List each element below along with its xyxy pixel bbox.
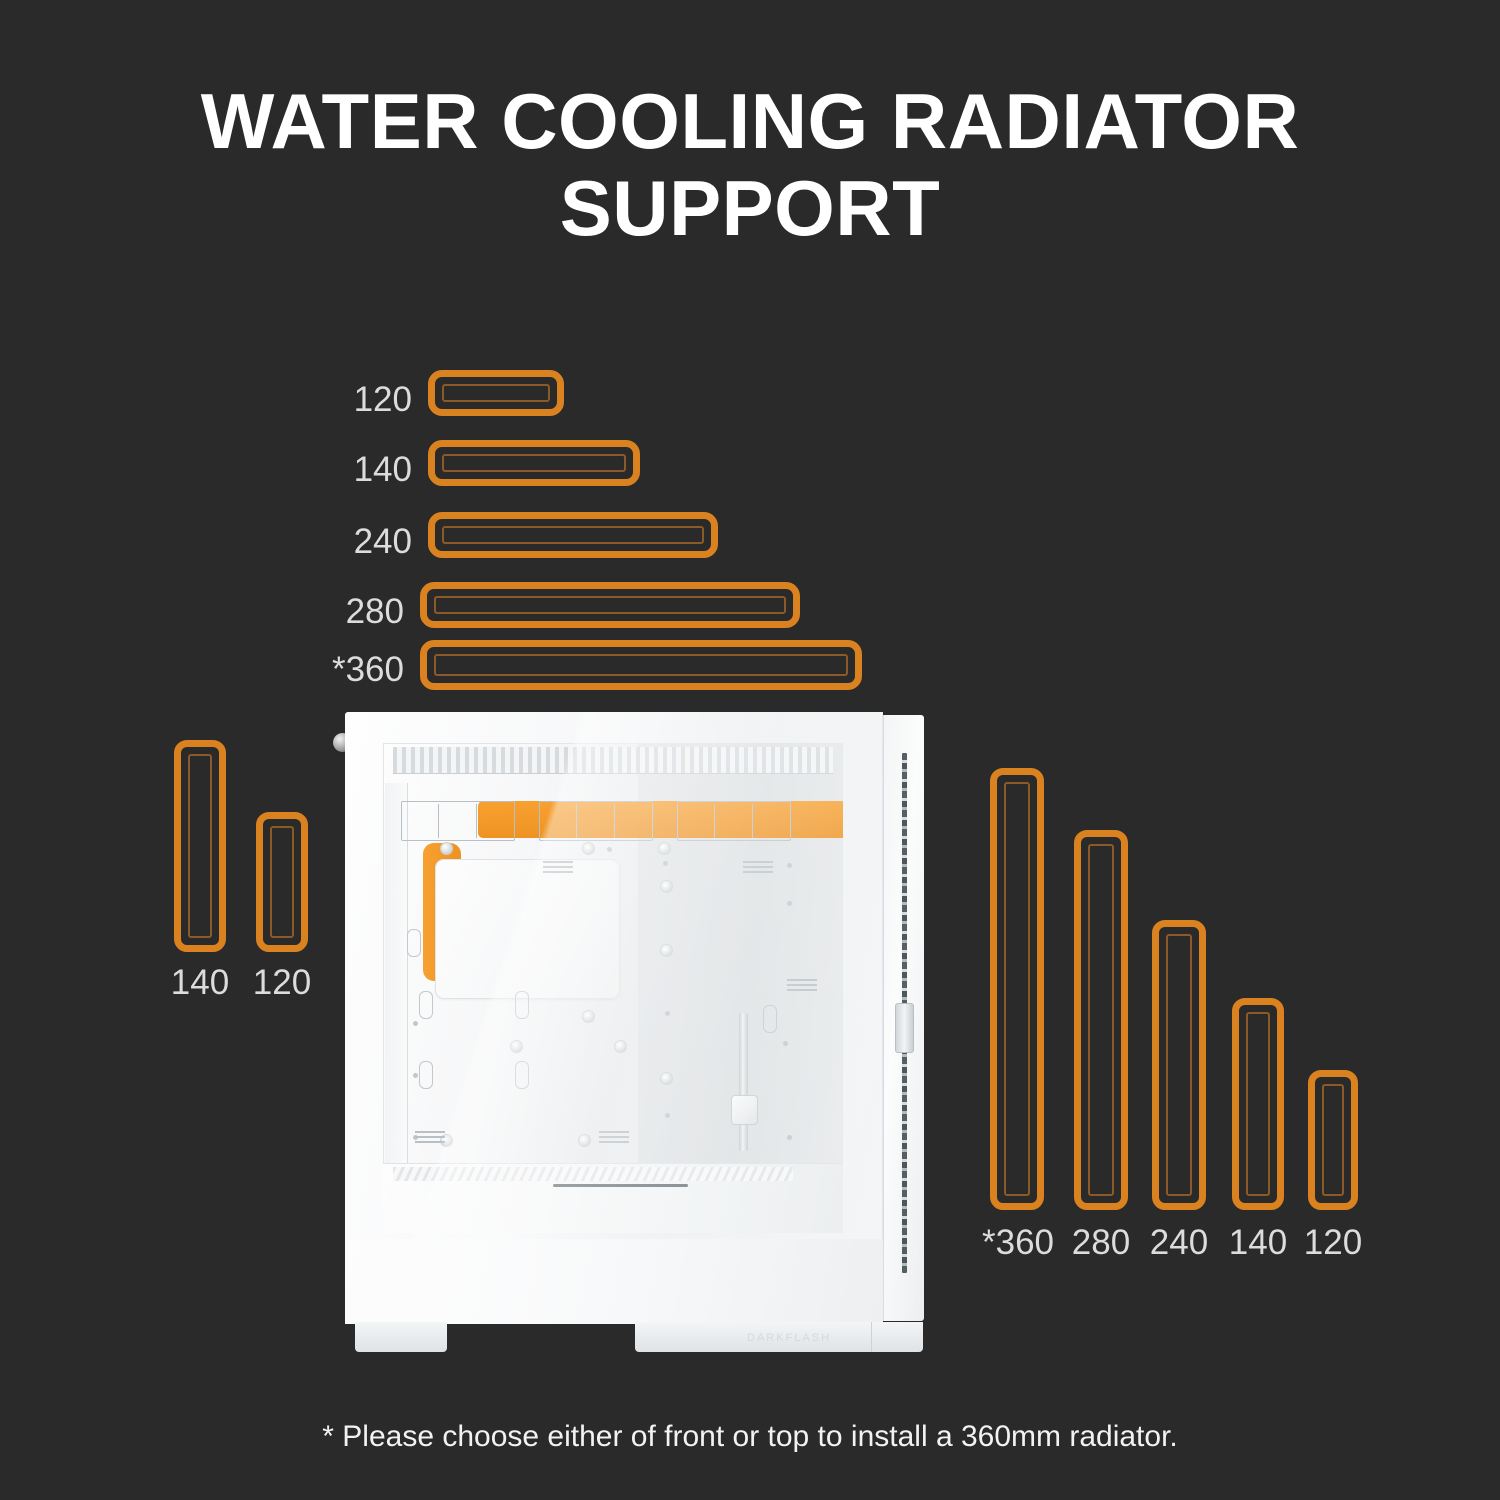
standoff bbox=[659, 843, 670, 854]
radiator-inner-outline bbox=[434, 654, 848, 676]
front-radiator-label-360: *360 bbox=[981, 1223, 1055, 1262]
screw-hole bbox=[607, 847, 612, 852]
gpu-support-bracket bbox=[739, 1013, 748, 1151]
standoff bbox=[583, 843, 594, 854]
fan-frame bbox=[539, 801, 653, 841]
top-radiator-label-140: 140 bbox=[353, 450, 412, 489]
top-radiator-bar-280 bbox=[420, 582, 800, 628]
radiator-inner-outline bbox=[442, 454, 626, 472]
vent-slot bbox=[543, 861, 573, 873]
vent-slot bbox=[415, 1131, 445, 1143]
standoff bbox=[661, 1073, 672, 1084]
top-radiator-label-240: 240 bbox=[353, 522, 412, 561]
top-radiator-label-360: *360 bbox=[331, 650, 404, 689]
radiator-inner-outline bbox=[434, 596, 786, 614]
case-foot-right: DARKFLASH bbox=[635, 1322, 923, 1352]
standoff bbox=[511, 1041, 522, 1052]
top-radiator-bar-360 bbox=[420, 640, 862, 690]
front-radiator-label-120: 120 bbox=[1303, 1223, 1363, 1262]
front-mount-rail bbox=[385, 783, 408, 1163]
top-vent-grille bbox=[393, 747, 833, 774]
screw-hole bbox=[665, 1113, 670, 1118]
radiator-inner-outline bbox=[1246, 1012, 1270, 1196]
panel-latch-handle[interactable] bbox=[895, 1003, 914, 1053]
fan-frame bbox=[401, 801, 515, 841]
page-title-line-1: WATER COOLING RADIATOR bbox=[200, 77, 1300, 165]
gpu-support-knob bbox=[731, 1095, 758, 1125]
radiator-inner-outline bbox=[1322, 1084, 1344, 1196]
case-chassis bbox=[345, 712, 883, 1324]
case-foot-left bbox=[355, 1322, 447, 1352]
psu-shroud-vent bbox=[393, 1167, 793, 1181]
cable-grommet bbox=[763, 1005, 777, 1033]
foot-seam bbox=[871, 1322, 872, 1352]
vent-slot bbox=[743, 861, 773, 873]
screw-hole bbox=[663, 861, 668, 866]
standoff bbox=[441, 1135, 452, 1146]
cable-grommet bbox=[419, 991, 433, 1019]
cable-grommet bbox=[407, 929, 421, 957]
radiator-inner-outline bbox=[1088, 844, 1114, 1196]
front-radiator-label-140: 140 bbox=[1228, 1223, 1288, 1262]
standoff bbox=[583, 1011, 594, 1022]
footnote-text: * Please choose either of front or top t… bbox=[322, 1420, 1178, 1453]
page-title-line-2: SUPPORT bbox=[559, 164, 941, 253]
front-radiator-label-240: 240 bbox=[1149, 1223, 1209, 1262]
radiator-inner-outline bbox=[442, 526, 704, 544]
top-radiator-bar-140 bbox=[428, 440, 640, 486]
case-base bbox=[345, 1239, 883, 1324]
cpu-cutout bbox=[435, 859, 620, 999]
vent-slot bbox=[599, 1131, 629, 1143]
front-radiator-bar-240 bbox=[1152, 920, 1206, 1210]
radiator-inner-outline bbox=[270, 826, 294, 938]
screw-hole bbox=[787, 901, 792, 906]
radiator-inner-outline bbox=[188, 754, 212, 938]
screw-hole bbox=[413, 1021, 418, 1026]
front-radiator-bar-360 bbox=[990, 768, 1044, 1210]
rear-radiator-bar-140 bbox=[174, 740, 226, 952]
standoff bbox=[615, 1041, 626, 1052]
standoff bbox=[579, 1135, 590, 1146]
front-radiator-label-280: 280 bbox=[1071, 1223, 1131, 1262]
screw-hole bbox=[413, 1073, 418, 1078]
rear-radiator-label-140: 140 bbox=[170, 963, 230, 1002]
radiator-inner-outline bbox=[1004, 782, 1030, 1196]
screw-hole bbox=[787, 863, 792, 868]
cable-grommet bbox=[419, 1061, 433, 1089]
case-interior bbox=[383, 743, 843, 1233]
top-fan-mount-frames bbox=[401, 801, 821, 841]
rear-radiator-label-120: 120 bbox=[252, 963, 312, 1002]
case-brand-label: DARKFLASH bbox=[747, 1332, 832, 1344]
page-title: WATER COOLING RADIATOR SUPPORT bbox=[0, 77, 1500, 253]
top-radiator-label-120: 120 bbox=[353, 380, 412, 419]
top-radiator-bar-120 bbox=[428, 370, 564, 416]
vent-slot bbox=[787, 979, 817, 991]
front-radiator-bar-120 bbox=[1308, 1070, 1358, 1210]
case-rear-panel bbox=[883, 715, 924, 1321]
psu-shroud-slot bbox=[553, 1184, 688, 1187]
top-radiator-highlight bbox=[478, 801, 843, 838]
rear-radiator-bar-120 bbox=[256, 812, 308, 952]
screw-hole bbox=[787, 1135, 792, 1140]
screw-hole bbox=[783, 1041, 788, 1046]
standoff bbox=[441, 843, 452, 854]
psu-shroud bbox=[383, 1163, 843, 1233]
standoff bbox=[661, 881, 672, 892]
standoff bbox=[661, 945, 672, 956]
top-radiator-bar-240 bbox=[428, 512, 718, 558]
top-radiator-label-280: 280 bbox=[345, 592, 404, 631]
fan-frame bbox=[677, 801, 791, 841]
pc-case-illustration: DARKFLASH bbox=[333, 712, 924, 1352]
radiator-inner-outline bbox=[442, 384, 550, 402]
front-radiator-bar-280 bbox=[1074, 830, 1128, 1210]
cable-grommet bbox=[515, 991, 529, 1019]
radiator-inner-outline bbox=[1166, 934, 1192, 1196]
front-radiator-bar-140 bbox=[1232, 998, 1284, 1210]
cable-grommet bbox=[515, 1061, 529, 1089]
screw-hole bbox=[665, 1011, 670, 1016]
